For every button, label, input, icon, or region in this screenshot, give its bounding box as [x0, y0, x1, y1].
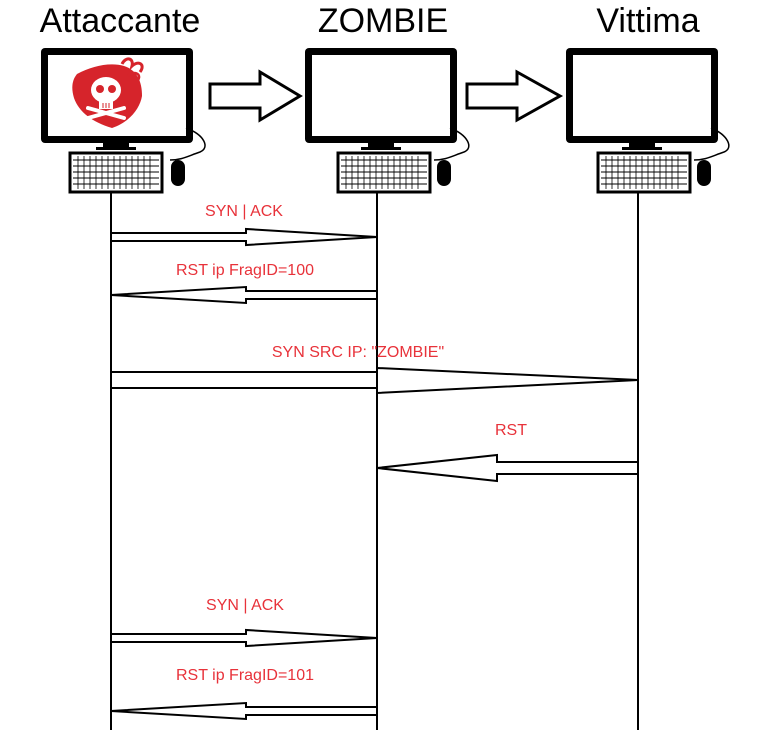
attacker-title: Attaccante — [39, 2, 201, 40]
message-arrow-4 — [376, 453, 639, 483]
flow-arrow-zombie-to-victim-icon — [465, 69, 564, 123]
message-arrow-6 — [110, 701, 378, 721]
message-arrow-2 — [110, 285, 378, 305]
flow-arrow-attacker-to-zombie-icon — [208, 69, 303, 123]
keyboard-icon — [596, 151, 692, 194]
message-label-6: RST ip FragID=101 — [176, 667, 314, 684]
message-label-2: RST ip FragID=100 — [176, 262, 314, 279]
victim-computer-icon — [566, 48, 730, 194]
message-label-1: SYN | ACK — [205, 203, 283, 220]
message-label-3: SYN SRC IP: "ZOMBIE" — [271, 344, 445, 361]
zombie-title: ZOMBIE — [317, 2, 449, 40]
message-label-4: RST — [495, 422, 527, 439]
message-arrow-3-segment — [110, 371, 378, 389]
keyboard-icon — [68, 151, 164, 194]
attacker-computer-icon — [41, 48, 206, 194]
keyboard-icon — [336, 151, 432, 194]
mouse-icon — [171, 160, 185, 186]
skull-shield-logo-icon — [72, 57, 144, 128]
message-label-5: SYN | ACK — [206, 597, 284, 614]
message-arrow-3 — [376, 366, 639, 395]
victim-title: Vittima — [596, 2, 700, 40]
message-arrow-1 — [110, 227, 378, 247]
zombie-computer-icon — [305, 48, 470, 194]
mouse-icon — [697, 160, 711, 186]
message-arrow-5 — [110, 628, 378, 648]
mouse-icon — [437, 160, 451, 186]
